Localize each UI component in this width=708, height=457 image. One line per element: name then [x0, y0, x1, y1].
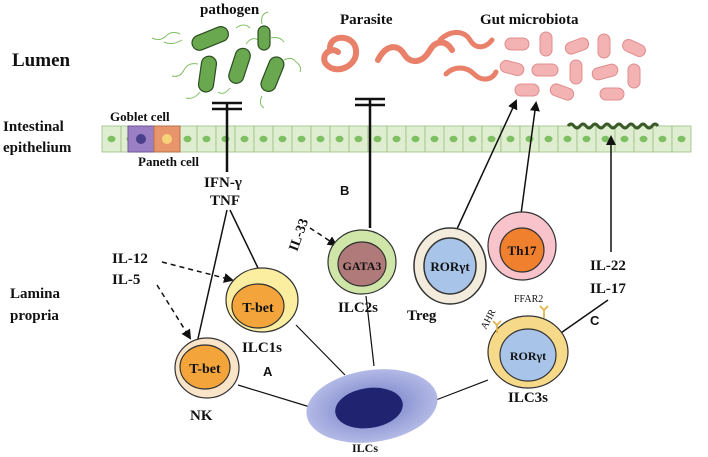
treg-label: Treg — [407, 308, 437, 324]
epithelial-cell-nucleus — [373, 135, 382, 143]
parasite-label: Parasite — [340, 12, 393, 28]
epithelial-cell-nucleus — [259, 135, 268, 143]
ilc2-cell: GATA3 — [327, 229, 397, 295]
goblet-cell-nucleus — [136, 134, 146, 144]
ilc2-label: ILC2s — [338, 300, 378, 316]
treg-marker: RORγt — [430, 259, 470, 274]
region-epithelium-line2: epithelium — [3, 140, 72, 156]
ffar2-receptor-icon — [539, 305, 549, 318]
panel-a-label: A — [263, 364, 273, 379]
ilc-label: ILCs — [352, 441, 378, 455]
ilc1-cell: T-bet — [225, 267, 299, 333]
goblet-cell-label: Goblet cell — [110, 109, 170, 124]
ifn-gamma-label: IFN-γ — [204, 175, 242, 191]
epithelial-cell-nucleus — [240, 135, 249, 143]
epithelial-cell-nucleus — [278, 135, 287, 143]
epithelial-cell-nucleus — [601, 135, 610, 143]
epithelial-cell-nucleus — [107, 135, 116, 143]
th17-to-microbiota-arrow — [520, 101, 540, 215]
region-lamina-line2: propria — [10, 308, 59, 324]
th17-marker: Th17 — [508, 243, 537, 258]
epithelial-cell-nucleus — [202, 135, 211, 143]
epithelial-cell-nucleus — [563, 135, 572, 143]
pathogen-label: pathogen — [200, 2, 260, 18]
panel-b-label: B — [340, 183, 349, 198]
epithelial-cell-nucleus — [506, 135, 515, 143]
region-epithelium-line1: Intestinal — [3, 119, 64, 135]
epithelial-cell-nucleus — [297, 135, 306, 143]
epithelial-cell-nucleus — [487, 135, 496, 143]
treg-to-microbiota-arrow — [456, 99, 518, 230]
epithelial-cell-nucleus — [354, 135, 363, 143]
ilc2-to-ilc-line — [365, 295, 375, 367]
il17-label: IL-17 — [590, 281, 626, 297]
paneth-cell-nucleus — [162, 134, 172, 144]
tnf-to-ilc1-line — [229, 209, 259, 269]
ilc3-marker: RORγt — [510, 349, 546, 363]
ffar2-label: FFAR2 — [514, 294, 543, 305]
epithelial-cell-nucleus — [468, 135, 477, 143]
region-lumen: Lumen — [12, 50, 71, 71]
epithelial-cell-nucleus — [544, 135, 553, 143]
epithelial-barrier-repair-mark — [566, 122, 660, 130]
il33-label: IL-33 — [287, 217, 313, 254]
epithelial-cell-nucleus — [639, 135, 648, 143]
treg-cell: RORγt — [413, 227, 487, 305]
epithelial-cell-nucleus — [677, 135, 686, 143]
epithelial-cell-nucleus — [411, 135, 420, 143]
il12-to-ilc1-arrow — [161, 261, 234, 283]
gut-microbiota-label: Gut microbiota — [480, 12, 579, 28]
ahr-receptor-icon — [492, 320, 502, 333]
ilc3-to-il22-line — [557, 299, 609, 336]
ilc3-label: ILC3s — [508, 390, 548, 406]
epithelial-cell-nucleus — [449, 135, 458, 143]
tnf-label: TNF — [210, 193, 240, 209]
epithelial-cell-nucleus — [392, 135, 401, 143]
epithelial-cell-nucleus — [525, 135, 534, 143]
il12-label: IL-12 — [112, 251, 148, 267]
ilc1-to-ilc-line — [295, 324, 346, 376]
epithelial-cell-nucleus — [316, 135, 325, 143]
il5-label: IL-5 — [112, 272, 140, 288]
epithelial-cell-nucleus — [335, 135, 344, 143]
ilc2-marker: GATA3 — [343, 259, 382, 273]
region-lamina-line1: Lamina — [10, 286, 61, 302]
ahr-label: AHR — [479, 307, 499, 331]
epithelial-cell-nucleus — [658, 135, 667, 143]
il33-to-ilc2-arrow — [309, 227, 338, 247]
ilc3-to-ilc-line — [435, 379, 489, 401]
nk-to-ilc-line — [237, 384, 311, 408]
tnf-to-nk-line — [196, 209, 228, 344]
il22-label: IL-22 — [590, 258, 626, 274]
ilc1-label: ILC1s — [242, 340, 282, 356]
nk-marker: T-bet — [189, 362, 221, 377]
ilc1-marker: T-bet — [242, 301, 274, 316]
epithelial-cell-nucleus — [582, 135, 591, 143]
epithelial-cell-nucleus — [620, 135, 629, 143]
epithelial-cell-nucleus — [430, 135, 439, 143]
epithelium-layer — [101, 125, 692, 153]
epithelial-cell-nucleus — [183, 135, 192, 143]
gut-microbiota-icon — [499, 31, 646, 101]
nk-cell: T-bet — [174, 337, 240, 399]
pathogen-bacteria-icon — [151, 11, 301, 109]
paneth-cell-label: Paneth cell — [138, 154, 199, 169]
parasite-worm-icon — [321, 30, 499, 82]
il5-to-nk-arrow — [156, 284, 192, 340]
nk-label: NK — [190, 408, 213, 424]
epithelial-cell-nucleus — [221, 135, 230, 143]
ilc3-cell: RORγt — [487, 305, 569, 389]
panel-c-label: C — [590, 313, 600, 328]
ilc-progenitor-cell — [306, 369, 438, 443]
th17-cell: Th17 — [487, 211, 557, 281]
